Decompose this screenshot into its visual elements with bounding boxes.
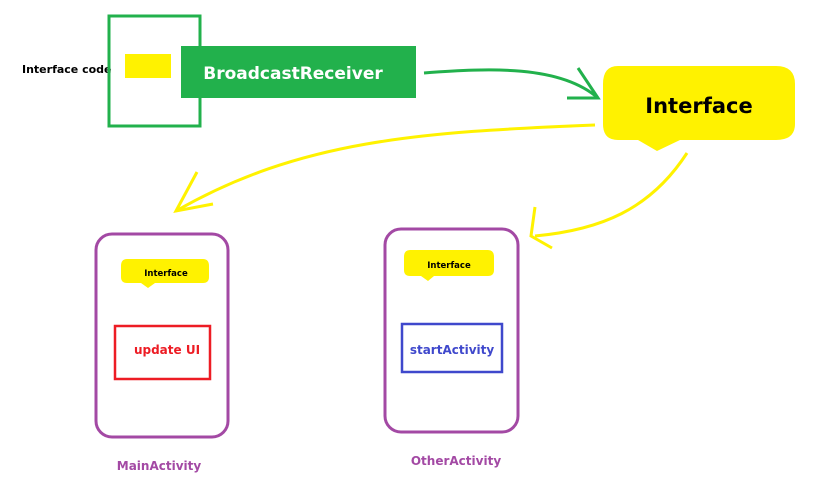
arrow-head-green	[567, 67, 601, 100]
interface-hub-callout	[603, 66, 795, 151]
main-activity-frame	[94, 232, 230, 439]
start-activity-box	[400, 322, 504, 374]
main-activity-name: MainActivity	[117, 459, 202, 473]
arrow-receiver-to-interface	[423, 68, 599, 100]
other-interface-callout	[404, 250, 494, 281]
broadcast-receiver-block	[181, 46, 416, 98]
arrow-interface-to-other	[534, 152, 689, 238]
update-ui-box	[113, 324, 212, 381]
update-ui-label: update UI	[134, 343, 200, 357]
broadcast-receiver-label: BroadcastReceiver	[203, 64, 383, 84]
interface-code-block	[125, 54, 171, 78]
start-activity-label: startActivity	[410, 343, 495, 357]
main-activity-card: Interface update UI MainActivity	[94, 232, 230, 473]
main-interface-callout	[121, 259, 209, 288]
main-interface-label: Interface	[144, 269, 188, 279]
arrow-head-yellow-main	[173, 171, 214, 214]
interface-code-label: Interface code	[22, 63, 112, 76]
arrow-interface-to-main	[175, 123, 596, 213]
interface-hub-label: Interface	[645, 94, 752, 118]
other-activity-name: OtherActivity	[411, 454, 501, 468]
other-activity-card: Interface startActivity OtherActivity	[383, 227, 520, 468]
other-activity-frame	[383, 227, 520, 434]
other-interface-label: Interface	[427, 261, 471, 271]
arrow-head-yellow-other	[529, 206, 553, 250]
